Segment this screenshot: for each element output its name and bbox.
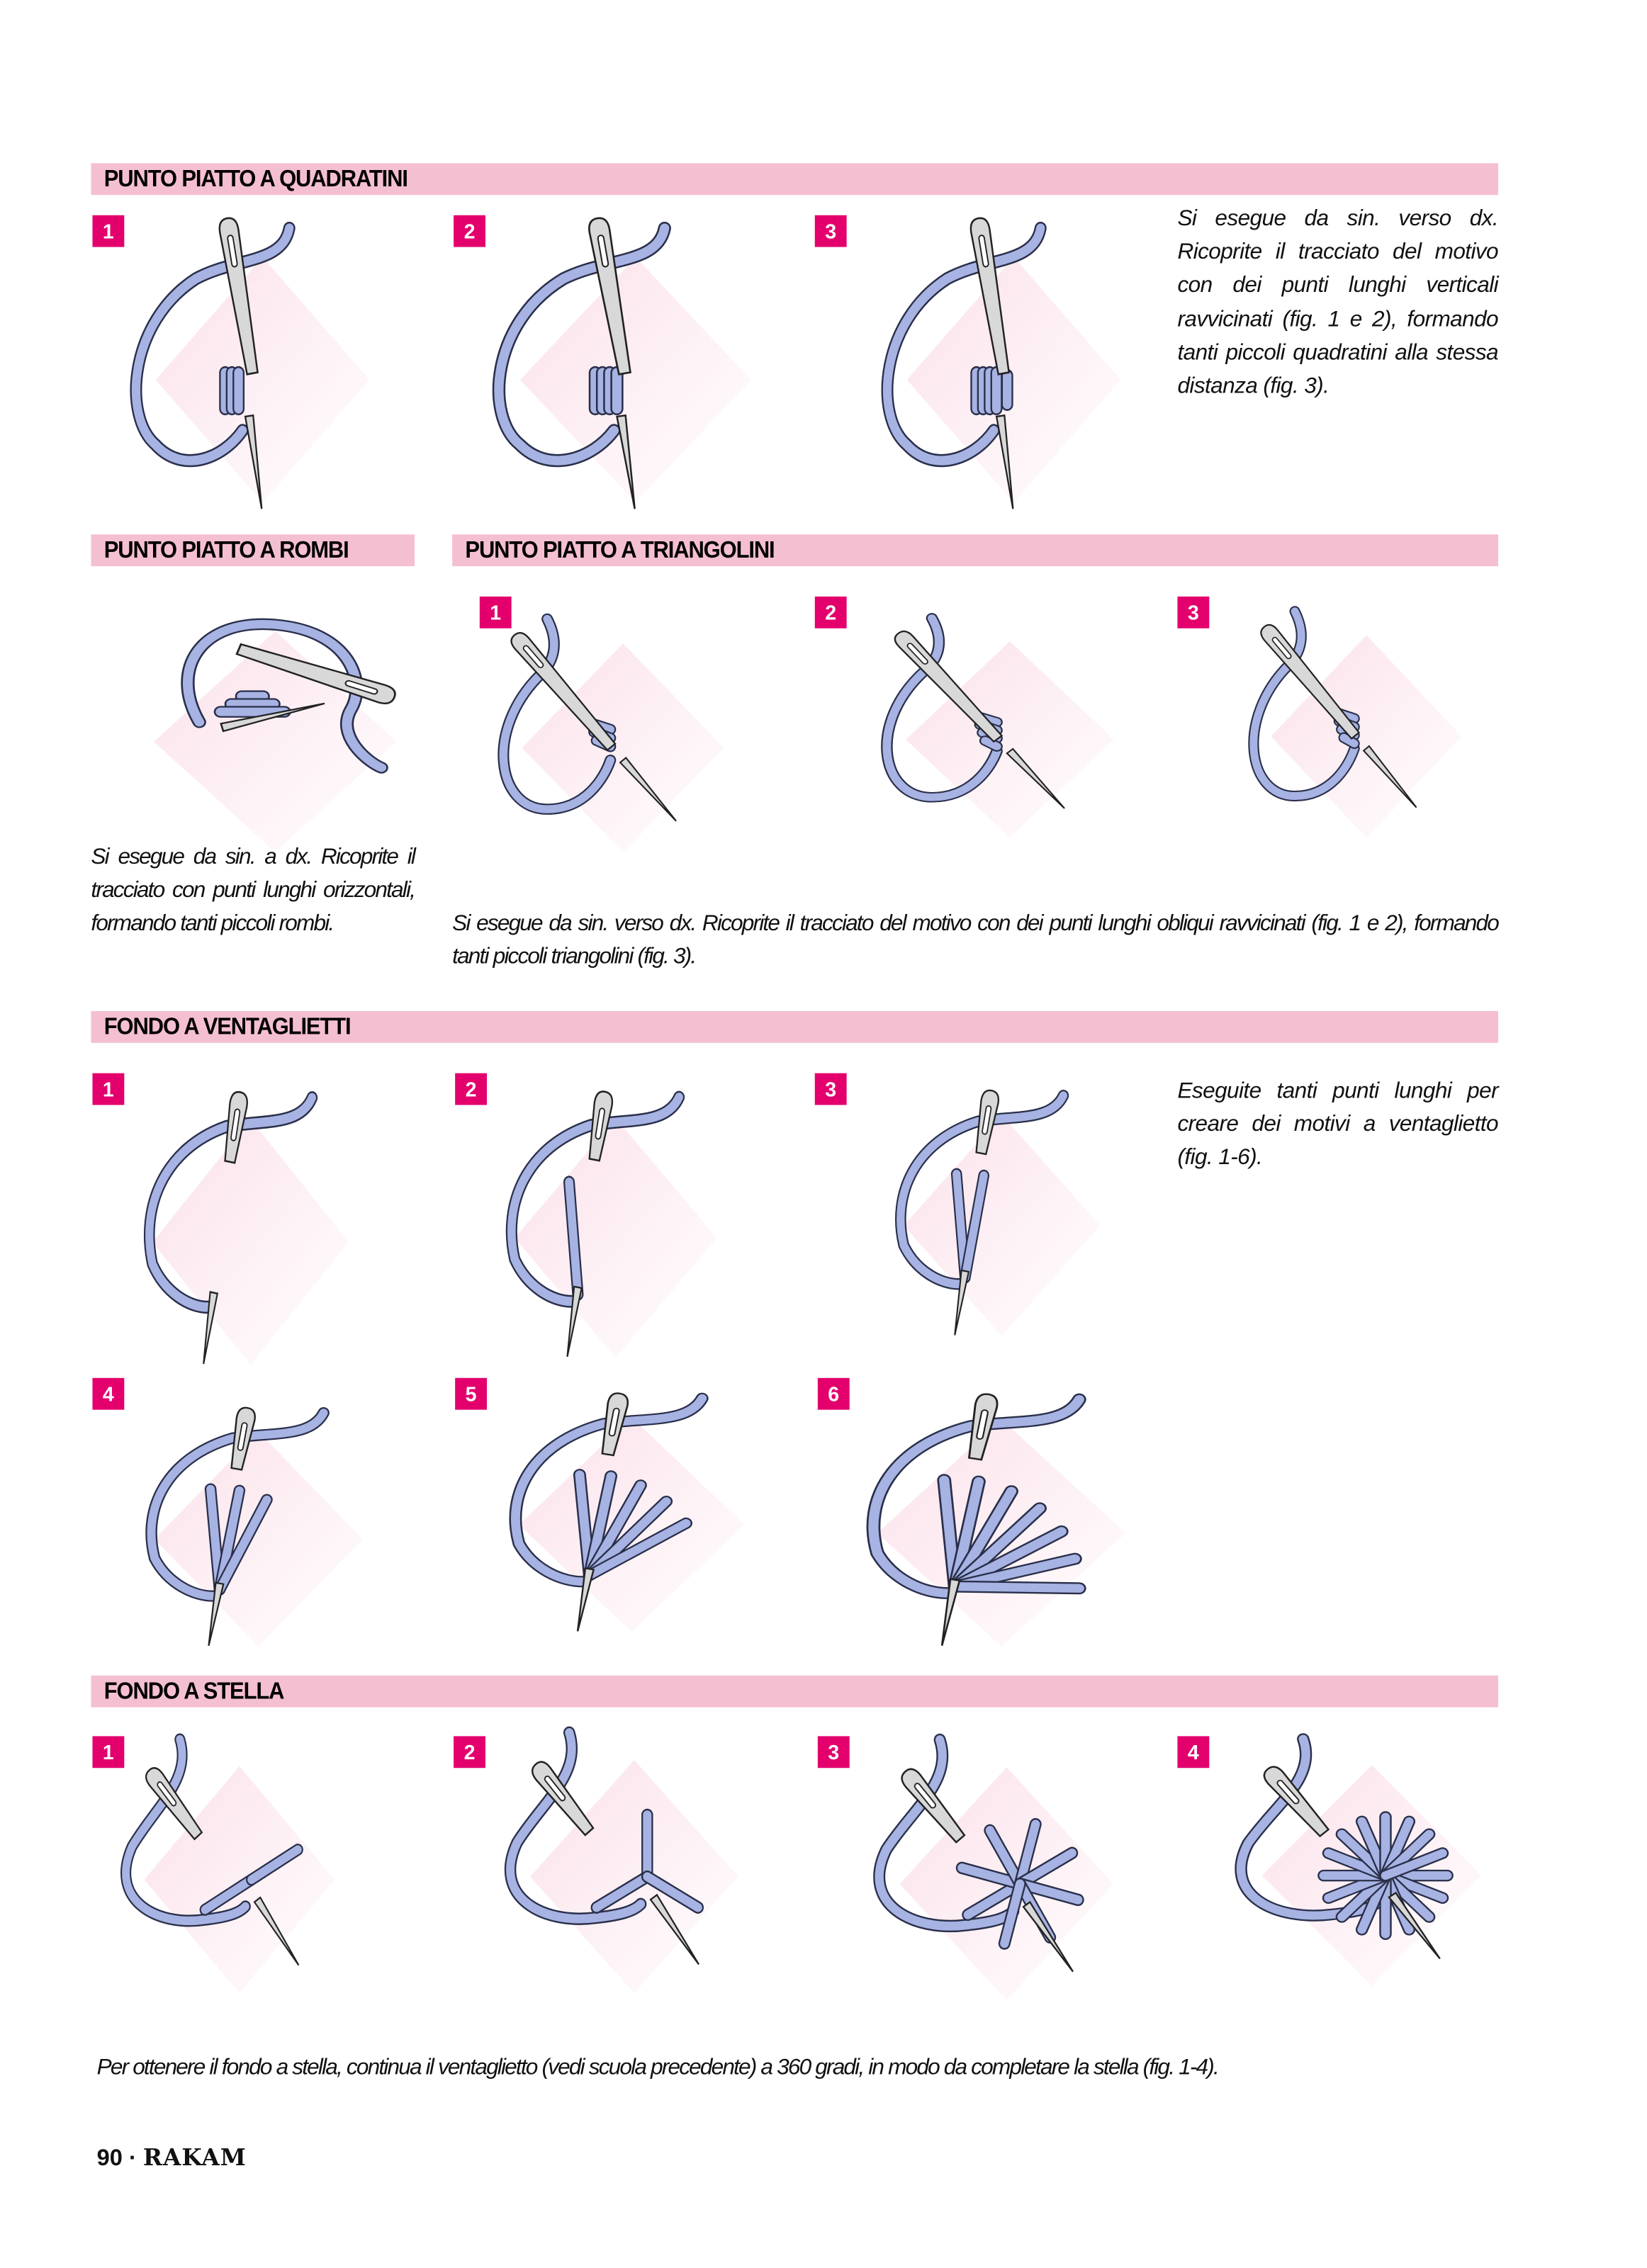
fabric-shape [906, 256, 1121, 503]
needle-icon [1260, 624, 1361, 740]
needle-tip-icon [649, 1893, 699, 1965]
needle-tip-icon [954, 1269, 970, 1336]
needle-tip-icon [1362, 745, 1417, 808]
section-header-quadratini: PUNTO PIATTO A QUADRATINI [91, 163, 1499, 196]
figure-badge: 1 [92, 215, 125, 247]
illustration-quadratini-2 [477, 214, 766, 509]
needle-tip-icon [244, 414, 263, 509]
figure-badge: 3 [1177, 596, 1210, 628]
needle-tip-icon [203, 1291, 219, 1365]
fabric-shape [519, 256, 752, 503]
needle-icon [588, 217, 631, 376]
needle-icon [531, 1761, 595, 1837]
needle-icon [901, 1768, 966, 1844]
illustration-rombi [108, 592, 412, 852]
needle-tip-icon [566, 1285, 583, 1358]
figure-badge: 2 [454, 1736, 485, 1768]
description-stella: Per ottenere il fondo a stella, continua… [96, 2055, 1220, 2080]
fabric-shape [144, 1766, 335, 1994]
needle-icon [894, 630, 1004, 743]
needle-icon [601, 1392, 629, 1457]
needle-tip-icon [1388, 1891, 1441, 1960]
needle-icon [588, 1090, 614, 1162]
section-header-ventaglietti: FONDO A VENTAGLIETTI [91, 1011, 1499, 1043]
illustration-triangolini-2 [867, 607, 1127, 838]
section-header-rombi: PUNTO PIATTO A ROMBI [91, 534, 415, 567]
section-title: PUNTO PIATTO A QUADRATINI [103, 166, 408, 193]
illustration-triangolini-1 [484, 607, 737, 852]
needle-tip-icon [619, 756, 677, 822]
page-footer: 90 · RAKAM [97, 2143, 247, 2172]
needle-icon [145, 1766, 203, 1841]
needle-icon [1263, 1766, 1330, 1838]
needle-icon [510, 632, 617, 752]
figure-badge: 4 [92, 1377, 125, 1410]
section-title: FONDO A STELLA [103, 1678, 285, 1705]
figure-badge: 1 [92, 1073, 125, 1105]
needle-icon [230, 1406, 256, 1471]
illustration-stella-4 [1221, 1726, 1495, 1987]
needle-icon [969, 217, 1011, 376]
needle-tip-icon [220, 702, 325, 733]
separator: · [128, 2146, 137, 2172]
fabric-shape [155, 256, 370, 503]
description-triangolini: Si esegue da sin. verso dx. Ricoprite il… [452, 911, 1500, 970]
illustration-stella-2 [491, 1719, 751, 1994]
illustration-ventaglietti-2 [477, 1076, 730, 1358]
illustration-quadratini-3 [867, 214, 1134, 509]
illustration-ventaglietti-1 [116, 1076, 361, 1365]
illustration-ventaglietti-5 [477, 1380, 759, 1632]
needle-icon [967, 1393, 999, 1461]
figure-badge: 1 [92, 1736, 125, 1768]
section-header-stella: FONDO A STELLA [91, 1675, 1499, 1708]
needle-icon [235, 643, 396, 704]
needle-tip-icon [995, 414, 1014, 509]
needle-icon [975, 1089, 999, 1156]
needle-tip-icon [1022, 1900, 1074, 1973]
fabric-shape [154, 631, 397, 852]
figure-badge: 4 [1177, 1736, 1210, 1768]
figure-badge: 3 [814, 1073, 847, 1105]
figure-badge: 3 [814, 215, 847, 247]
section-header-triangolini: PUNTO PIATTO A TRIANGOLINI [452, 534, 1499, 567]
needle-tip-icon [576, 1567, 595, 1632]
section-title: PUNTO PIATTO A ROMBI [103, 537, 349, 564]
figure-badge: 5 [455, 1377, 488, 1410]
figure-badge: 2 [814, 596, 847, 628]
illustration-stella-3 [860, 1726, 1127, 2001]
description-quadratini: Si esegue da sin. verso dx. Ricoprite il… [1177, 206, 1499, 399]
needle-icon [224, 1090, 248, 1164]
needle-tip-icon [1006, 747, 1065, 809]
needle-tip-icon [253, 1896, 300, 1966]
illustration-ventaglietti-6 [831, 1380, 1141, 1647]
figure-badge: 1 [479, 596, 512, 628]
description-ventaglietti: Eseguite tanti punti lunghi per creare d… [1177, 1078, 1499, 1171]
needle-tip-icon [616, 414, 636, 509]
needle-icon [218, 217, 259, 376]
figure-badge: 3 [817, 1736, 850, 1768]
illustration-triangolini-3 [1235, 599, 1473, 838]
needle-tip-icon [208, 1581, 225, 1646]
section-title: FONDO A VENTAGLIETTI [103, 1014, 352, 1040]
description-rombi: Si esegue da sin. a dx. Ricoprite il tra… [91, 845, 415, 937]
illustration-ventaglietti-4 [116, 1394, 376, 1647]
page-number: 90 [96, 2146, 123, 2172]
section-title: PUNTO PIATTO A TRIANGOLINI [465, 537, 775, 564]
needle-tip-icon [940, 1578, 961, 1646]
illustration-quadratini-1 [116, 214, 383, 509]
figure-badge: 6 [817, 1377, 850, 1410]
magazine-name: RAKAM [142, 2143, 247, 2172]
figure-badge: 2 [455, 1073, 488, 1105]
illustration-stella-1 [108, 1726, 347, 1994]
figure-badge: 2 [454, 215, 485, 247]
illustration-ventaglietti-3 [867, 1076, 1113, 1336]
